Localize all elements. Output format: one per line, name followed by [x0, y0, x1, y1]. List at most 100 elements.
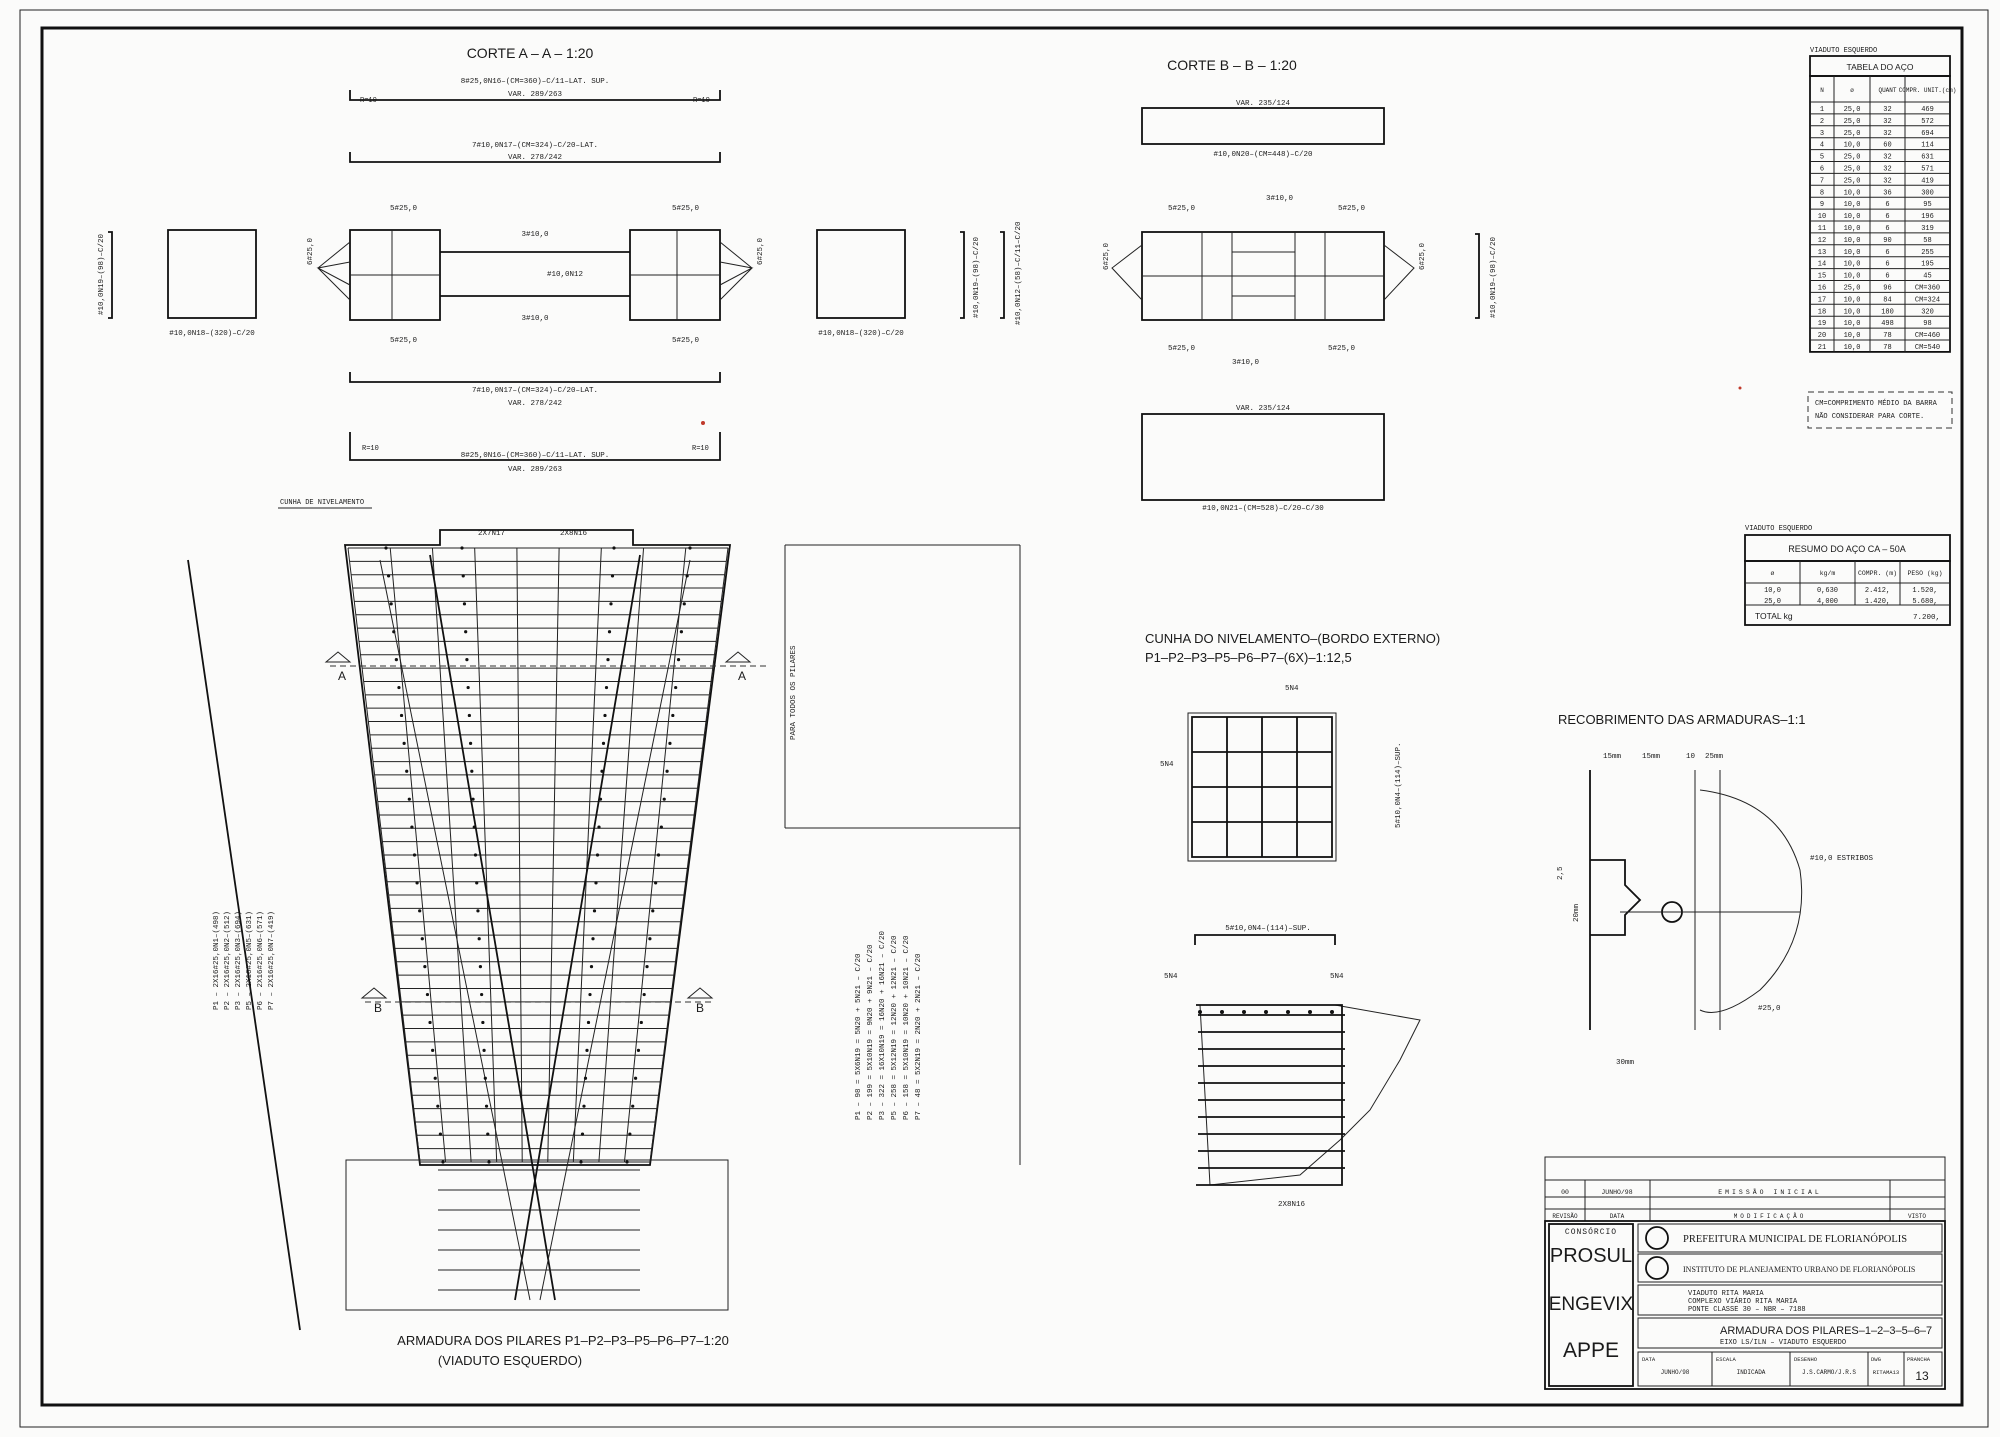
- pillar-stirrup-note: P1 – 98 = 5X6N19 = 5N20 + 5N21 – C/20: [855, 953, 863, 1120]
- steel-cell: 319: [1921, 225, 1934, 233]
- pillar-bar-note: P5 – 2X16#25,0N5–(631): [246, 911, 254, 1010]
- prefeitura-logo-icon: [1645, 1226, 1669, 1250]
- steel-cell: 10,0: [1844, 296, 1861, 304]
- steel-cell: 25,0: [1844, 177, 1861, 185]
- svg-text:A: A: [738, 669, 746, 683]
- svg-text:15mm: 15mm: [1603, 753, 1622, 761]
- svg-text:#10,0N21–(CM=528)–C/20–C/30: #10,0N21–(CM=528)–C/20–C/30: [1202, 505, 1324, 513]
- svg-text:REVISÃO: REVISÃO: [1552, 1213, 1578, 1220]
- svg-text:#10,0N20–(CM=448)–C/20: #10,0N20–(CM=448)–C/20: [1213, 151, 1313, 159]
- corte-bb-title: CORTE B – B – 1:20: [1167, 57, 1297, 73]
- pillar-stirrup-note: P2 – 199 = 5X10N19 = 9N20 + 9N21 – C/20: [867, 944, 875, 1120]
- cunha-title: CUNHA DO NIVELAMENTO–(BORDO EXTERNO): [1145, 631, 1440, 646]
- svg-text:8#25,0N16–(CM=360)–C/11–LAT. S: 8#25,0N16–(CM=360)–C/11–LAT. SUP.: [461, 452, 610, 460]
- corte-aa-title: CORTE A – A – 1:20: [467, 45, 594, 61]
- svg-text:3#10,0: 3#10,0: [1232, 359, 1260, 367]
- svg-text:#10,0N18–(320)–C/20: #10,0N18–(320)–C/20: [818, 330, 904, 338]
- svg-text:25mm: 25mm: [1705, 753, 1724, 761]
- svg-text:5N4: 5N4: [1330, 973, 1344, 981]
- svg-text:EIXO LS/ILN – VIADUTO ESQUERDO: EIXO LS/ILN – VIADUTO ESQUERDO: [1720, 1339, 1846, 1347]
- recobrimento-detail: RECOBRIMENTO DAS ARMADURAS–1:1 15mm 15mm…: [1557, 712, 1874, 1067]
- steel-cell: 78: [1883, 332, 1891, 340]
- steel-cell: 4: [1820, 142, 1824, 150]
- steel-cell: 320: [1921, 308, 1934, 316]
- armadura-subtitle: (VIADUTO ESQUERDO): [438, 1353, 582, 1368]
- svg-text:5#25,0: 5#25,0: [1338, 205, 1366, 213]
- steel-cell: 10,0: [1844, 308, 1861, 316]
- svg-text:10: 10: [1686, 753, 1696, 761]
- svg-text:NÃO CONSIDERAR PARA CORTE.: NÃO CONSIDERAR PARA CORTE.: [1815, 412, 1924, 421]
- steel-cell: 3: [1820, 130, 1824, 138]
- steel-cell: 17: [1818, 296, 1826, 304]
- svg-text:MODIFICAÇÃO: MODIFICAÇÃO: [1734, 1213, 1807, 1220]
- svg-text:3#10,0: 3#10,0: [521, 315, 549, 323]
- svg-text:#10,0N19–(98)–C/20: #10,0N19–(98)–C/20: [973, 236, 981, 318]
- svg-text:#10,0N18–(320)–C/20: #10,0N18–(320)–C/20: [169, 330, 255, 338]
- svg-text:VAR. 289/263: VAR. 289/263: [508, 91, 563, 99]
- steel-cell: 10,0: [1844, 332, 1861, 340]
- svg-text:6#25,0: 6#25,0: [307, 237, 315, 265]
- svg-text:#25,0: #25,0: [1758, 1005, 1781, 1013]
- steel-cell: 84: [1883, 296, 1891, 304]
- svg-text:DATA: DATA: [1610, 1213, 1625, 1220]
- svg-text:PARA TODOS OS PILARES: PARA TODOS OS PILARES: [790, 645, 798, 740]
- steel-cell: 469: [1921, 106, 1934, 114]
- pillar-bar-note: P1 – 2X16#25,0N1–(498): [213, 911, 221, 1010]
- svg-text:5#25,0: 5#25,0: [390, 205, 418, 213]
- steel-cell: 21: [1818, 344, 1826, 352]
- corte-aa-section: CORTE A – A – 1:20 8#25,0N16–(CM=360)–C/…: [98, 45, 1023, 474]
- svg-text:INDICADA: INDICADA: [1737, 1369, 1766, 1376]
- steel-cell: 10,0: [1844, 261, 1861, 269]
- svg-text:2X8N16: 2X8N16: [1278, 1201, 1306, 1209]
- steel-cell: 25,0: [1844, 130, 1861, 138]
- summary-cell: 5.680,: [1912, 598, 1937, 606]
- svg-text:INSTITUTO DE PLANEJAMENTO URBA: INSTITUTO DE PLANEJAMENTO URBANO DE FLOR…: [1683, 1264, 1915, 1274]
- svg-text:ESCALA: ESCALA: [1716, 1356, 1737, 1363]
- svg-text:VIADUTO RITA MARIA: VIADUTO RITA MARIA: [1688, 1290, 1764, 1298]
- steel-cell: 5: [1820, 154, 1824, 162]
- svg-text:ARMADURA DOS PILARES–1–2–3–5–6: ARMADURA DOS PILARES–1–2–3–5–6–7: [1720, 1325, 1932, 1337]
- stain: [1738, 386, 1742, 390]
- svg-text:APPE: APPE: [1563, 1339, 1619, 1362]
- steel-cell: 45: [1923, 273, 1931, 281]
- svg-text:6#25,0: 6#25,0: [757, 237, 765, 265]
- steel-cell: 6: [1885, 213, 1889, 221]
- svg-text:#10,0 ESTRIBOS: #10,0 ESTRIBOS: [1810, 855, 1874, 863]
- summary-header: kg/m: [1820, 570, 1836, 577]
- svg-text:13: 13: [1915, 1369, 1929, 1383]
- pillar-bar-note: P3 – 2X16#25,0N3–(694): [235, 911, 243, 1010]
- svg-text:R=10: R=10: [693, 97, 710, 105]
- summary-cell: 0,630: [1817, 587, 1838, 595]
- steel-cell: 6: [1885, 225, 1889, 233]
- svg-text:6#25,0: 6#25,0: [1103, 242, 1111, 270]
- svg-text:COMPLEXO VIÁRIO RITA MARIA: COMPLEXO VIÁRIO RITA MARIA: [1688, 1297, 1798, 1306]
- summary-header: PESO (kg): [1907, 570, 1942, 577]
- steel-cell: 11: [1818, 225, 1826, 233]
- svg-text:PONTE CLASSE 30 – NBR – 7188: PONTE CLASSE 30 – NBR – 7188: [1688, 1306, 1806, 1314]
- left-annotations: P1 – 2X16#25,0N1–(498)P2 – 2X16#25,0N2–(…: [213, 911, 276, 1010]
- steel-cell: 8: [1820, 189, 1824, 197]
- svg-text:#10,0N19–(98)–C/20: #10,0N19–(98)–C/20: [98, 233, 106, 315]
- steel-cell: 36: [1883, 189, 1891, 197]
- svg-text:7#10,0N17–(CM=324)–C/20–LAT.: 7#10,0N17–(CM=324)–C/20–LAT.: [472, 387, 598, 395]
- svg-text:#10,0N12: #10,0N12: [547, 271, 583, 279]
- svg-text:VIADUTO ESQUERDO: VIADUTO ESQUERDO: [1810, 47, 1877, 55]
- steel-cell: 6: [1885, 249, 1889, 257]
- steel-cell: 20: [1818, 332, 1826, 340]
- cunha-subtitle: P1–P2–P3–P5–P6–P7–(6X)–1:12,5: [1145, 650, 1352, 665]
- cm-note: CM=COMPRIMENTO MÉDIO DA BARRA NÃO CONSID…: [1807, 391, 1953, 429]
- steel-header: COMPR. UNIT.(cm): [1899, 87, 1957, 94]
- svg-text:J.S.CARMO/J.R.S: J.S.CARMO/J.R.S: [1802, 1369, 1856, 1376]
- pillar-stirrup-note: P3 – 322 = 16X10N19 = 16N20 + 16N21 – C/…: [879, 930, 887, 1120]
- steel-cell: 10: [1818, 213, 1826, 221]
- steel-cell: 78: [1883, 344, 1891, 352]
- svg-text:15mm: 15mm: [1642, 753, 1661, 761]
- title-block: 00 JUNHO/98 EMISSÃO INICIAL REVISÃO DATA…: [1544, 1156, 1946, 1390]
- svg-text:2,5: 2,5: [1557, 866, 1565, 880]
- svg-text:DESENHO: DESENHO: [1794, 1356, 1818, 1363]
- svg-text:B: B: [696, 1001, 704, 1015]
- steel-cell: 419: [1921, 177, 1934, 185]
- steel-cell: 19: [1818, 320, 1826, 328]
